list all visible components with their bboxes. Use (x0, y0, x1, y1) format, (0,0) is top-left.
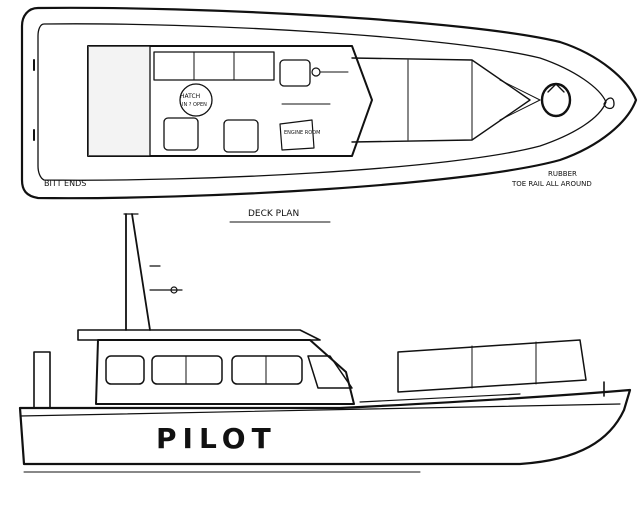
aft-deck-fill (88, 46, 150, 156)
cabin-roof (77, 329, 321, 341)
hull-outline-top (20, 6, 638, 200)
mast-2 (131, 213, 151, 331)
hull-outline-side (18, 388, 632, 466)
bow-rail (359, 393, 521, 403)
bow-eye-icon (603, 97, 615, 110)
label-bitt-ends: BITT ENDS (44, 179, 86, 188)
deck-plan-view: BITT ENDS RUBBER TOE RAIL ALL AROUND HAT… (20, 6, 638, 200)
chair-right (223, 119, 259, 153)
exhaust-stack (33, 351, 51, 409)
anchor-ring (540, 82, 572, 118)
cabin-outline (87, 45, 373, 157)
rope-line-2 (499, 99, 541, 121)
foredeck-outline (351, 57, 531, 143)
hull-lettering: PILOT (156, 422, 277, 455)
canopy-frame (397, 339, 587, 393)
title-deck-plan: DECK PLAN (248, 209, 299, 219)
label-toe-rail: TOE RAIL ALL AROUND (511, 180, 592, 188)
label-engine-room: ENGINE ROOM (284, 130, 320, 136)
chair-left (163, 117, 199, 151)
bench-seat (153, 51, 275, 81)
label-rubber: RUBBER (548, 170, 577, 178)
window-3 (231, 355, 303, 385)
mast-light (170, 286, 178, 294)
label-hatch: HATCH (180, 93, 200, 100)
label-hatch-sub: IN ? OPEN (182, 102, 207, 108)
helm-chair (279, 59, 311, 87)
rope-line-1 (499, 79, 541, 101)
window-1 (105, 355, 145, 385)
window-2 (151, 355, 223, 385)
deck-edge-line (37, 23, 607, 181)
steering-wheel (311, 67, 321, 77)
hatch-circle (179, 83, 213, 117)
anchor-icon (547, 83, 565, 93)
side-profile-view: PILOT (18, 213, 632, 473)
windshield (307, 355, 353, 389)
cabin-side (95, 339, 355, 405)
sheer-line (19, 403, 621, 417)
engine-room-box (279, 119, 315, 151)
